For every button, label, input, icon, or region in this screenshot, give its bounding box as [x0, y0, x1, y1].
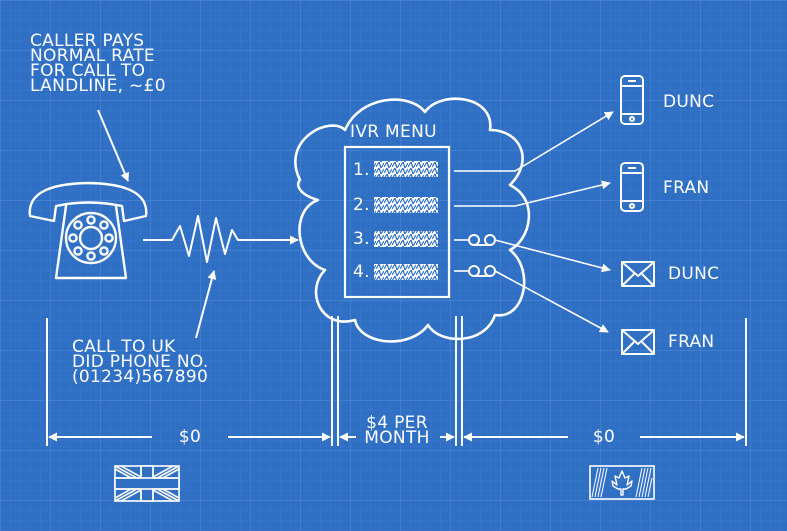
- menu-option-number: 4.: [353, 262, 370, 282]
- uk-flag-icon: [114, 465, 180, 502]
- envelope-icon: [621, 329, 655, 355]
- destination-label: FRAN: [668, 332, 715, 352]
- caller-note-line: LANDLINE, ~£0: [30, 76, 166, 96]
- cloud-shape: [294, 97, 531, 343]
- destination-label: FRAN: [663, 178, 710, 198]
- cost-right: $0: [592, 427, 616, 447]
- destination-label: DUNC: [668, 264, 720, 284]
- route-3-arrow: [494, 239, 611, 273]
- did-note-line: CALL TO UK: [72, 337, 176, 357]
- canada-flag-icon: [589, 465, 655, 500]
- menu-option-number: 2.: [353, 195, 370, 215]
- cost-left: $0: [178, 427, 202, 447]
- call-signal-line: [143, 215, 299, 263]
- cost-middle-line: $4 PER: [366, 413, 428, 433]
- did-note-arrow: [195, 270, 217, 339]
- menu-option-scribbles: [374, 161, 438, 280]
- route-1-arrow: [454, 111, 614, 172]
- ivr-menu-title: IVR MENU: [350, 122, 437, 142]
- did-note: CALL TO UK DID PHONE NO. (01234)567890: [72, 337, 209, 387]
- caller-note-line: NORMAL RATE: [30, 46, 155, 66]
- route-2-arrow: [454, 180, 611, 207]
- route-4-arrow: [494, 270, 609, 333]
- did-note-line: (01234)567890: [72, 367, 209, 387]
- telephone-icon: [28, 181, 148, 280]
- envelope-icon: [621, 261, 655, 287]
- did-note-line: DID PHONE NO.: [72, 352, 209, 372]
- mobile-phone-icon: [620, 75, 644, 125]
- ivr-menu-box: [343, 145, 451, 299]
- menu-option-number: 3.: [353, 229, 370, 249]
- caller-note-line: CALLER PAYS: [30, 31, 145, 51]
- maple-leaf-icon: [611, 470, 633, 496]
- cost-middle: $4 PER MONTH: [338, 413, 456, 448]
- caller-note: CALLER PAYS NORMAL RATE FOR CALL TO LAND…: [30, 31, 166, 96]
- mobile-phone-icon: [620, 162, 644, 212]
- menu-option-number: 1.: [353, 160, 370, 180]
- destination-label: DUNC: [663, 92, 715, 112]
- caller-note-line: FOR CALL TO: [30, 61, 146, 81]
- cost-middle-line: MONTH: [364, 428, 430, 448]
- caller-note-arrow: [97, 109, 129, 182]
